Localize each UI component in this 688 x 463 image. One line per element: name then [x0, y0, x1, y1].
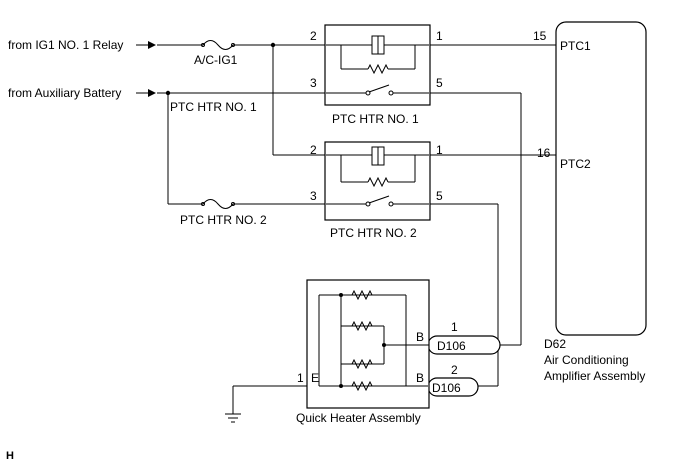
heater-term-e: E: [311, 371, 319, 385]
relay-ptc2-label: PTC HTR NO. 2: [330, 226, 417, 240]
r2-pin1: 1: [436, 143, 443, 157]
ig1-arrow-icon: [148, 41, 156, 49]
fuse-ptc1-label: PTC HTR NO. 1: [170, 100, 257, 114]
aux-circuit: [157, 90, 326, 209]
relay-ptc2: [324, 141, 431, 221]
r1-pin3: 3: [310, 76, 317, 90]
heater-pin-e: 1: [297, 371, 304, 385]
r1-pin5: 5: [436, 76, 443, 90]
amp-pin16: 16: [537, 146, 551, 160]
relay-ptc1-label: PTC HTR NO. 1: [332, 112, 419, 126]
acig1-fuse-icon: [202, 40, 234, 50]
resistor-icon: [367, 63, 389, 75]
ground-icon: [225, 385, 307, 423]
amp-name-line1: Air Conditioning: [544, 353, 629, 367]
amp-pin15: 15: [533, 29, 547, 43]
source-aux-label: from Auxiliary Battery: [8, 86, 121, 100]
quick-heater: [306, 279, 430, 409]
conn2-pin: 2: [451, 363, 458, 377]
r1-pin2: 2: [310, 29, 317, 43]
resistor-icon: [351, 380, 373, 392]
conn2-label: D106: [432, 381, 461, 395]
amplifier-box: [555, 21, 647, 336]
r2-pin3: 3: [310, 189, 317, 203]
heater-label: Quick Heater Assembly: [296, 411, 421, 425]
amp-ptc1-label: PTC1: [560, 39, 591, 53]
aux-arrow-icon: [148, 89, 156, 97]
relay-switch-icon: [368, 84, 390, 93]
amp-ptc2-label: PTC2: [560, 157, 591, 171]
conn1-pin: 1: [451, 320, 458, 334]
output-wires: [430, 44, 556, 387]
amp-code: D62: [544, 337, 566, 351]
figure-code: H: [6, 450, 14, 462]
fuse-acig1-label: A/C-IG1: [194, 53, 238, 67]
ptc2-fuse-icon: [202, 199, 234, 209]
fuse-ptc2-label: PTC HTR NO. 2: [180, 213, 267, 227]
resistor-icon: [351, 320, 373, 332]
source-ig1-label: from IG1 NO. 1 Relay: [8, 38, 123, 52]
acig1-circuit: [157, 40, 326, 156]
conn1-label: D106: [437, 339, 466, 353]
heater-term-b1: B: [416, 330, 424, 344]
r1-pin1: 1: [436, 29, 443, 43]
heater-term-b2: B: [416, 371, 424, 385]
resistor-icon: [367, 176, 389, 188]
resistor-icon: [351, 289, 373, 301]
resistor-icon: [351, 358, 373, 370]
amp-name-line2: Amplifier Assembly: [544, 369, 645, 383]
r2-pin2: 2: [310, 143, 317, 157]
r2-pin5: 5: [436, 189, 443, 203]
relay-switch-icon: [368, 195, 390, 204]
relay-ptc1: [324, 24, 431, 106]
